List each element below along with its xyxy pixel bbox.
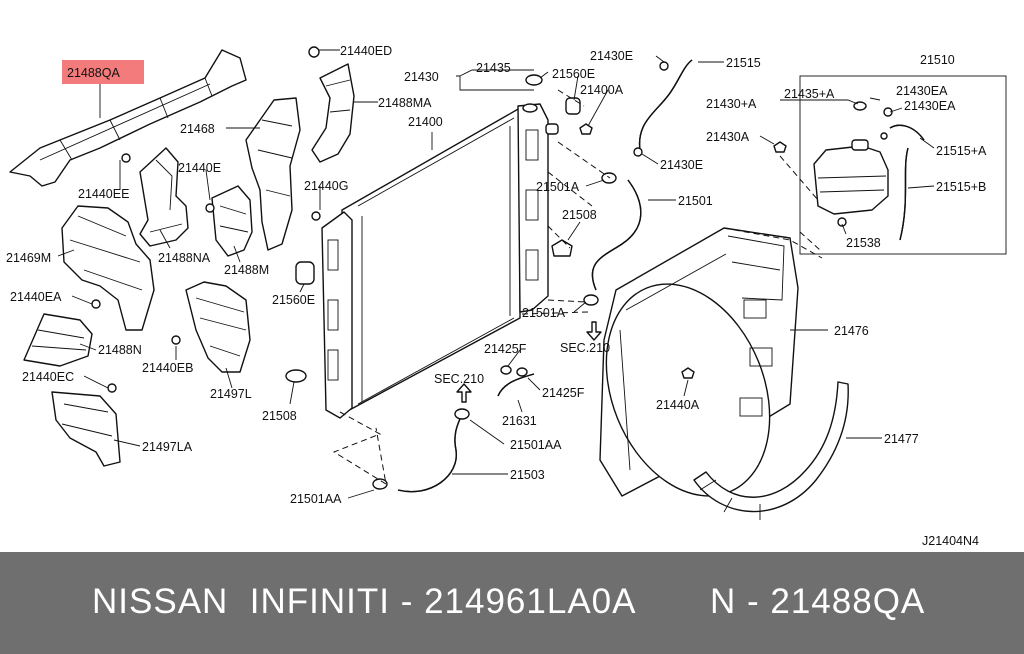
part-21503-hose	[397, 413, 463, 493]
label-21515: 21515	[726, 56, 761, 70]
caption-oem-number: N - 21488QA	[710, 582, 926, 621]
label-21468: 21468	[180, 122, 215, 136]
label-21469M: 21469M	[6, 251, 51, 265]
label-21515plusB: 21515+B	[936, 180, 986, 194]
label-21430EA-bottom: 21430EA	[904, 99, 956, 113]
part-21476-fan-shroud	[599, 227, 799, 497]
label-21508-left: 21508	[262, 409, 297, 423]
part-21497L	[185, 281, 251, 373]
label-21488QA: 21488QA	[67, 66, 120, 80]
label-21430E-bottom: 21430E	[660, 158, 703, 172]
part-21501-hose	[591, 179, 642, 291]
label-21501A-lower: 21501A	[522, 306, 566, 320]
label-21430E-top: 21430E	[590, 49, 633, 63]
label-21440EC: 21440EC	[22, 370, 74, 384]
label-sec210-right: SEC.210	[560, 341, 610, 355]
label-21400: 21400	[408, 115, 443, 129]
label-21488MA: 21488MA	[378, 96, 432, 110]
label-21538: 21538	[846, 236, 881, 250]
label-21425F-lower: 21425F	[542, 386, 585, 400]
caption-bar: NISSAN INFINITI - 214961LA0A N - 21488QA	[0, 552, 1024, 654]
label-21430A: 21430A	[706, 130, 750, 144]
part-21488MA	[311, 63, 355, 163]
part-21488N	[23, 313, 93, 367]
label-sec210-left: SEC.210	[434, 372, 484, 386]
label-21440EE: 21440EE	[78, 187, 129, 201]
highlight-box	[62, 60, 144, 84]
label-21425F-upper: 21425F	[484, 342, 527, 356]
label-21631: 21631	[502, 414, 537, 428]
label-21400A: 21400A	[580, 83, 624, 97]
part-21488NA	[139, 147, 189, 247]
label-21501AA-left: 21501AA	[290, 492, 342, 506]
part-21488QA-baffle	[9, 49, 247, 187]
label-21435: 21435	[476, 61, 511, 75]
label-21430plusA: 21430+A	[706, 97, 757, 111]
label-21510: 21510	[920, 53, 955, 67]
label-21508-right: 21508	[562, 208, 597, 222]
part-21469M	[61, 205, 155, 331]
label-21440G: 21440G	[304, 179, 348, 193]
caption-brands-part-number: NISSAN INFINITI - 214961LA0A	[92, 582, 637, 621]
label-21488NA: 21488NA	[158, 251, 211, 265]
label-21497L: 21497L	[210, 387, 252, 401]
label-21488N: 21488N	[98, 343, 142, 357]
label-21430: 21430	[404, 70, 439, 84]
part-21510-reservoir	[813, 145, 889, 215]
label-21440EA: 21440EA	[10, 290, 62, 304]
leader-lines	[57, 49, 935, 499]
part-21488M	[211, 185, 253, 257]
part-21497LA	[51, 391, 121, 467]
label-21435plusA: 21435+A	[784, 87, 835, 101]
parts-diagram: 21488QA 21440ED 21488MA 21468 21440E 214…	[6, 44, 1007, 548]
diagram-code: J21404N4	[922, 534, 979, 548]
label-21560E-left: 21560E	[272, 293, 315, 307]
label-21488M: 21488M	[224, 263, 269, 277]
label-21440A: 21440A	[656, 398, 700, 412]
label-21560E-top: 21560E	[552, 67, 595, 81]
part-21515-hose	[638, 59, 693, 151]
label-21501A-upper: 21501A	[536, 180, 580, 194]
label-21497LA: 21497LA	[142, 440, 193, 454]
part-21400-radiator	[321, 103, 559, 419]
label-21501: 21501	[678, 194, 713, 208]
radiator-exploded-view: 21488QA 21440ED 21488MA 21468 21440E 214…	[6, 44, 1007, 548]
label-21476: 21476	[834, 324, 869, 338]
label-21501AA-right: 21501AA	[510, 438, 562, 452]
label-21440E: 21440E	[178, 161, 221, 175]
label-21477: 21477	[884, 432, 919, 446]
label-21503: 21503	[510, 468, 545, 482]
part-21477-lower-shroud	[693, 381, 849, 513]
label-21440ED: 21440ED	[340, 44, 392, 58]
label-21440EB: 21440EB	[142, 361, 193, 375]
label-21430EA-top: 21430EA	[896, 84, 948, 98]
label-21515plusA: 21515+A	[936, 144, 987, 158]
reservoir-group-box	[799, 75, 1007, 255]
part-21468	[245, 97, 301, 251]
